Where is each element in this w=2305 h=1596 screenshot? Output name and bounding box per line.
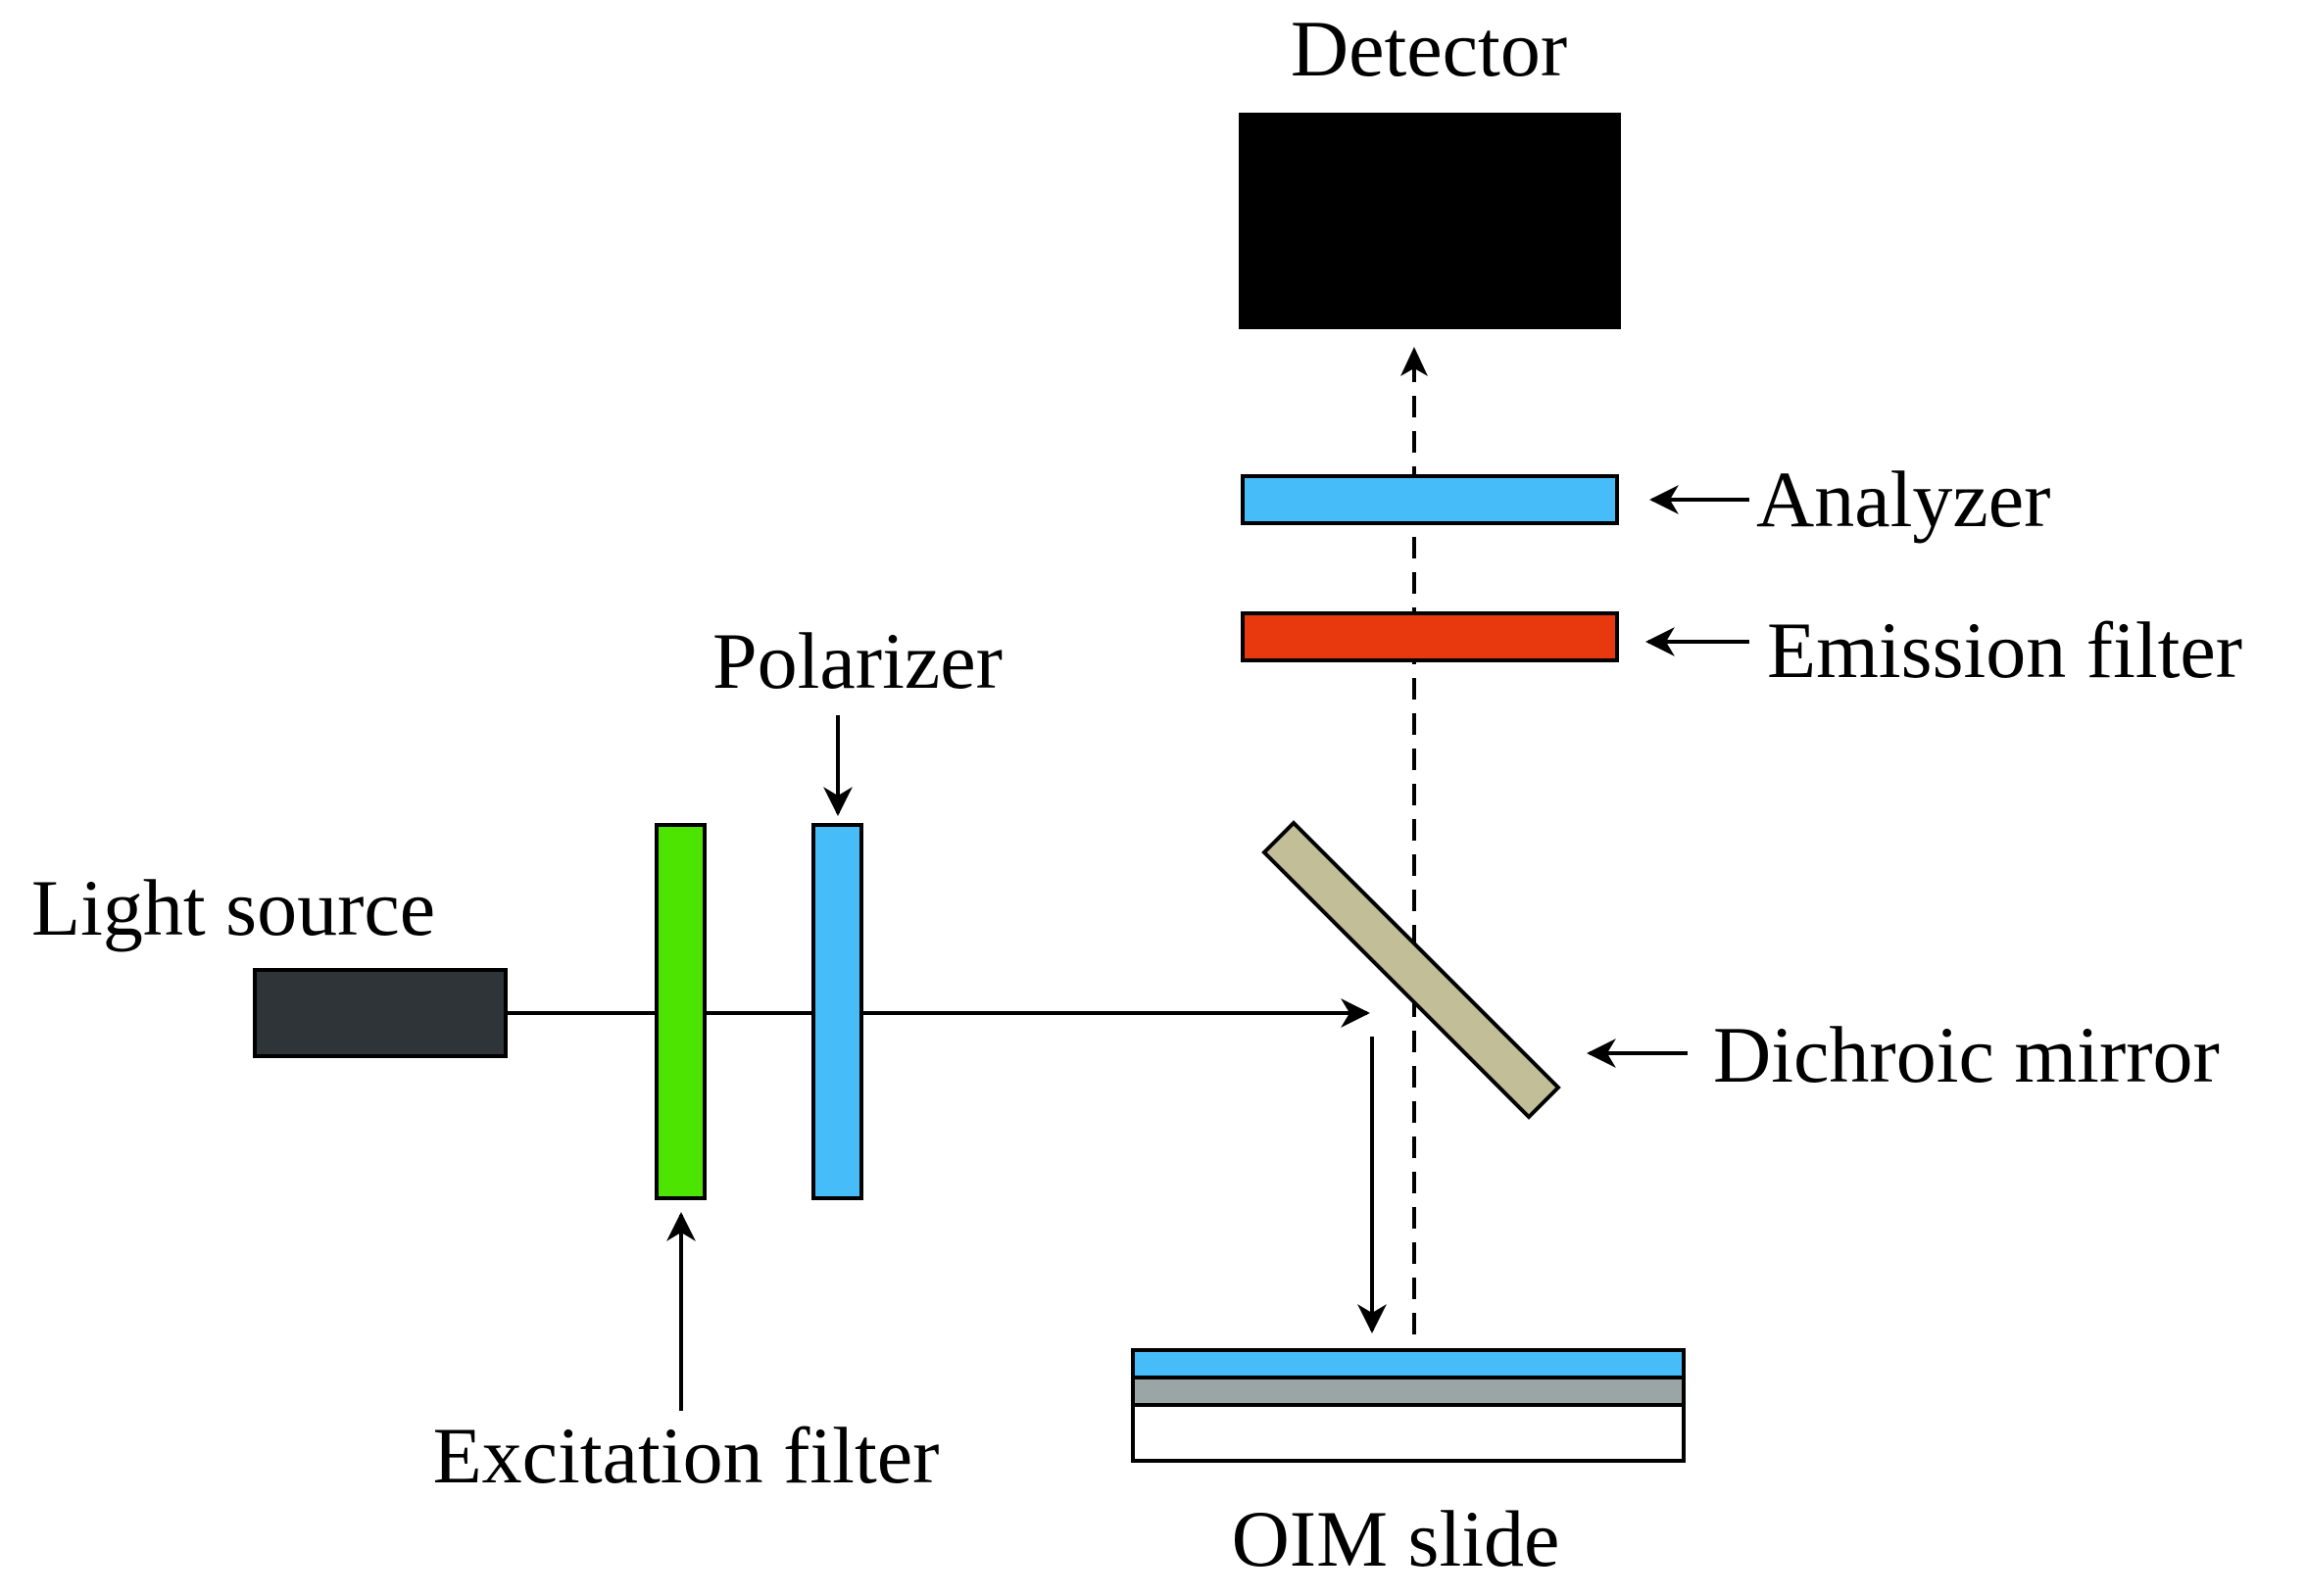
- emission-filter-plate: [1241, 611, 1619, 662]
- dichroic-mirror-label: Dichroic mirror: [1713, 1010, 2220, 1099]
- oim-slide: [1131, 1348, 1686, 1463]
- detector-box: [1239, 113, 1621, 329]
- analyzer-plate: [1241, 474, 1619, 525]
- dichroic-mirror: [1261, 820, 1561, 1120]
- oim-slide-label: OIM slide: [1232, 1494, 1560, 1583]
- slide-base: [1131, 1403, 1686, 1463]
- polarizer-label: Polarizer: [712, 616, 1003, 705]
- emission-arrowhead: [1400, 347, 1428, 376]
- light-source-label: Light source: [31, 863, 435, 952]
- excitation-filter-label: Excitation filter: [433, 1411, 940, 1500]
- light-source-box: [253, 968, 508, 1058]
- analyzer-label: Analyzer: [1756, 455, 2051, 544]
- slide-top-layer: [1131, 1348, 1686, 1379]
- slide-middle-layer: [1131, 1376, 1686, 1407]
- polarizer-plate: [811, 823, 863, 1200]
- emission-filter-label: Emission filter: [1767, 605, 2242, 695]
- detector-label: Detector: [1291, 4, 1567, 93]
- excitation-filter-plate: [655, 823, 707, 1200]
